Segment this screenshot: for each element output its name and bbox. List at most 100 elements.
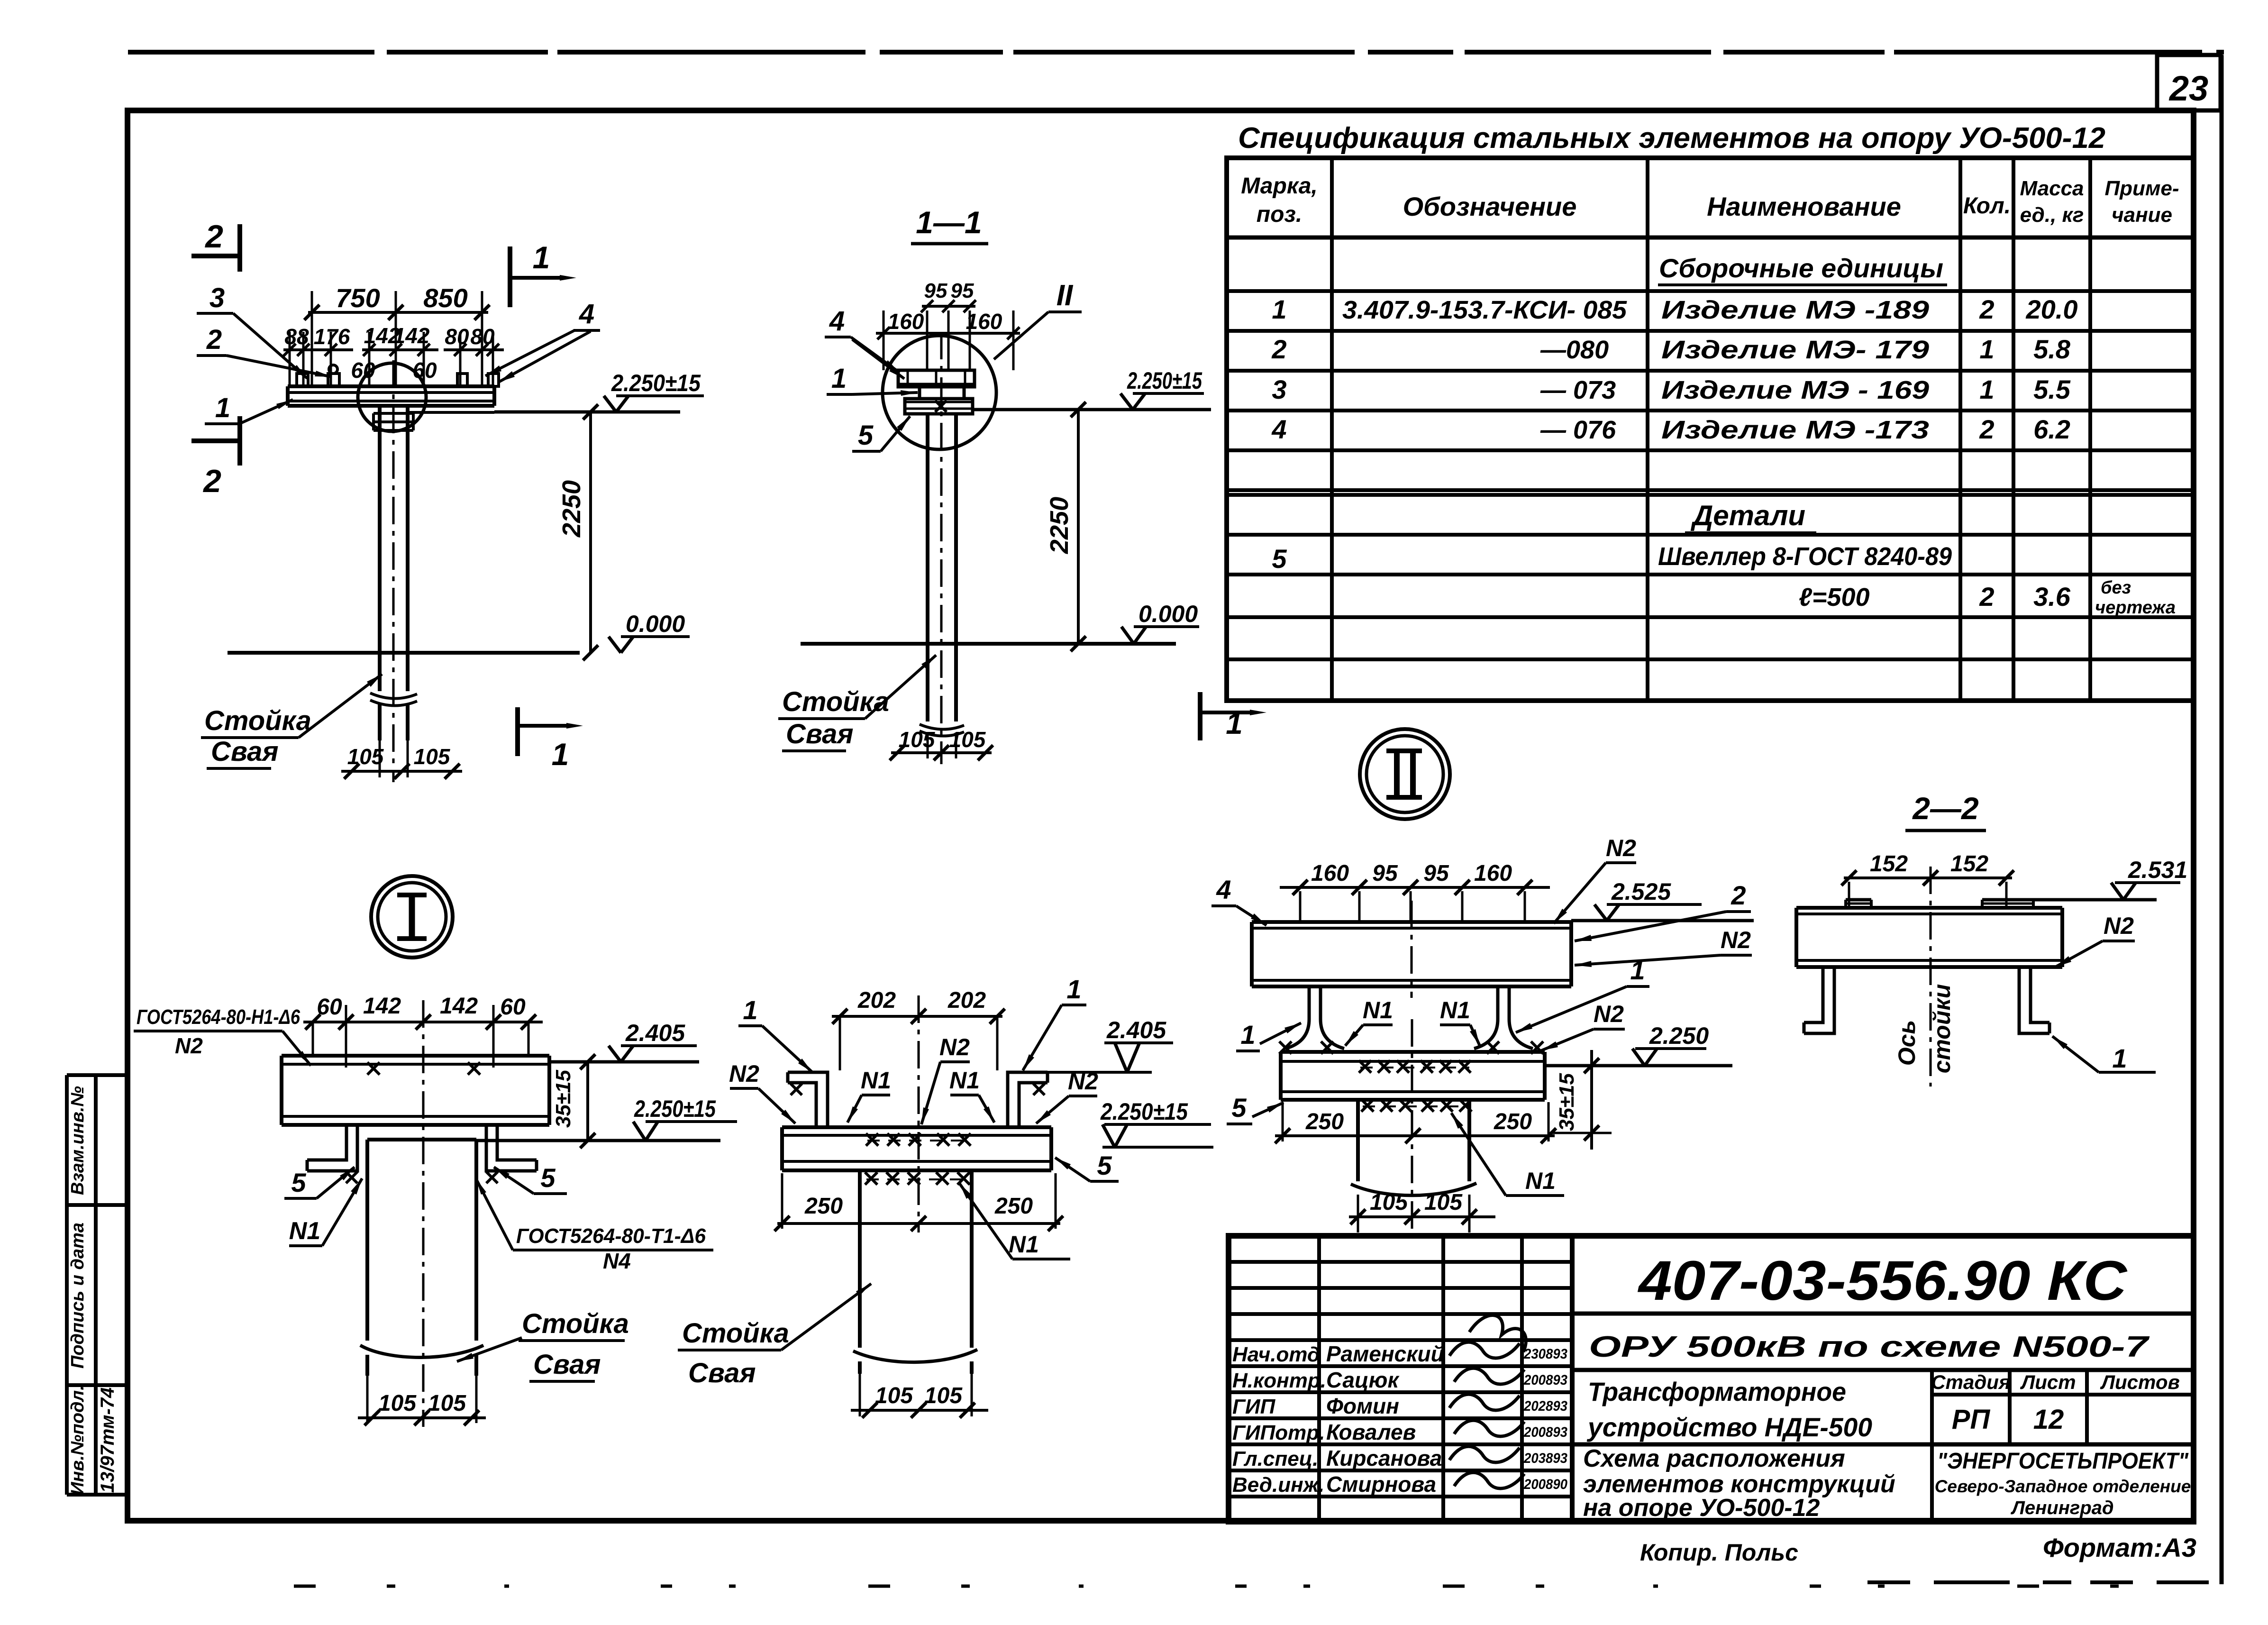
svg-text:1: 1 (1272, 294, 1286, 324)
svg-text:N2: N2 (1721, 927, 1751, 953)
svg-text:105: 105 (378, 1391, 417, 1416)
svg-text:105: 105 (347, 744, 384, 769)
svg-text:1: 1 (1979, 334, 1994, 364)
svg-text:1: 1 (1240, 1020, 1255, 1050)
svg-text:750: 750 (336, 283, 380, 313)
svg-text:2: 2 (206, 324, 222, 355)
svg-text:250: 250 (994, 1194, 1033, 1219)
svg-text:Свая: Свая (533, 1349, 601, 1380)
svg-text:80: 80 (445, 324, 469, 349)
svg-text:88: 88 (284, 324, 309, 349)
svg-text:95: 95 (1372, 861, 1398, 886)
svg-text:Фомин: Фомин (1326, 1394, 1399, 1418)
svg-text:95: 95 (924, 279, 947, 302)
svg-text:202: 202 (857, 988, 896, 1013)
svg-text:Вед.инж.: Вед.инж. (1232, 1473, 1324, 1497)
svg-text:176: 176 (314, 324, 350, 349)
svg-text:105: 105 (899, 727, 936, 752)
svg-text:Ось: Ось (1894, 1020, 1920, 1066)
svg-text:142: 142 (363, 994, 401, 1019)
svg-text:"ЭНЕРГОСЕТЬПРОЕКТ": "ЭНЕРГОСЕТЬПРОЕКТ" (1937, 1449, 2189, 1474)
svg-text:ГИП: ГИП (1232, 1395, 1276, 1418)
svg-text:2250: 2250 (1045, 497, 1074, 554)
svg-text:105: 105 (428, 1391, 466, 1416)
svg-text:ГОСТ5264-80-Т1-Δ6: ГОСТ5264-80-Т1-Δ6 (516, 1224, 706, 1248)
svg-text:N1: N1 (289, 1217, 320, 1245)
svg-text:0.000: 0.000 (1139, 601, 1198, 627)
svg-text:1: 1 (1979, 374, 1994, 404)
svg-text:60: 60 (500, 995, 526, 1020)
svg-text:N1: N1 (861, 1067, 891, 1094)
svg-text:105: 105 (875, 1383, 913, 1408)
svg-text:5: 5 (291, 1168, 306, 1197)
svg-text:ГИПотр.: ГИПотр. (1232, 1421, 1325, 1444)
svg-text:5.8: 5.8 (2033, 334, 2071, 364)
svg-text:0.000: 0.000 (626, 611, 685, 637)
svg-text:N2: N2 (2104, 913, 2134, 939)
svg-text:1: 1 (2112, 1043, 2127, 1073)
svg-text:N1: N1 (1009, 1231, 1039, 1258)
svg-text:ОРУ 500кВ по схеме N500-7: ОРУ 500кВ по схеме N500-7 (1589, 1331, 2150, 1363)
svg-text:5: 5 (540, 1163, 556, 1193)
svg-text:2.250±15: 2.250±15 (1100, 1098, 1188, 1125)
svg-text:N2: N2 (1594, 1001, 1624, 1027)
svg-text:142: 142 (364, 323, 401, 348)
svg-text:1: 1 (533, 240, 550, 275)
svg-text:N1: N1 (1525, 1168, 1556, 1194)
svg-text:250: 250 (1305, 1109, 1344, 1134)
svg-text:Гл.спец.: Гл.спец. (1232, 1447, 1318, 1470)
svg-text:202: 202 (947, 988, 986, 1013)
svg-text:3.407.9-153.7-КСИ- 085: 3.407.9-153.7-КСИ- 085 (1342, 296, 1627, 324)
svg-text:Листов: Листов (2100, 1371, 2180, 1393)
svg-text:N2: N2 (939, 1034, 970, 1060)
svg-text:142: 142 (440, 994, 478, 1019)
svg-text:—080: —080 (1540, 336, 1609, 364)
svg-text:Инв.№подл.: Инв.№подл. (68, 1385, 88, 1495)
svg-text:Раменский: Раменский (1326, 1342, 1444, 1366)
svg-text:5: 5 (1097, 1150, 1112, 1180)
svg-text:Свая: Свая (688, 1358, 756, 1388)
svg-text:Спецификация стальных элемен: Спецификация стальных элементов на опору… (1238, 122, 2105, 155)
svg-text:250: 250 (1494, 1109, 1532, 1134)
svg-text:Детали: Детали (1690, 500, 1805, 531)
svg-text:Взам.инв.№: Взам.инв.№ (68, 1086, 88, 1195)
svg-text:3: 3 (1272, 374, 1286, 404)
svg-text:230893: 230893 (1523, 1346, 1567, 1362)
svg-text:Н.контр.: Н.контр. (1232, 1369, 1326, 1392)
svg-text:устройство НДЕ-500: устройство НДЕ-500 (1586, 1412, 1872, 1442)
svg-text:2—2: 2—2 (1912, 791, 1979, 826)
svg-text:N1: N1 (949, 1067, 980, 1094)
svg-text:N1: N1 (1440, 997, 1470, 1023)
svg-text:6.2: 6.2 (2033, 414, 2070, 444)
svg-text:II: II (1057, 279, 1074, 312)
svg-text:Смирнова: Смирнова (1326, 1472, 1436, 1497)
svg-text:— 073: — 073 (1540, 376, 1616, 404)
svg-text:Обозначение: Обозначение (1403, 192, 1577, 221)
svg-text:160: 160 (1311, 861, 1349, 886)
svg-text:105: 105 (1370, 1190, 1408, 1215)
svg-text:Формат:А3: Формат:А3 (2043, 1533, 2196, 1562)
svg-text:1: 1 (831, 363, 847, 394)
svg-text:3: 3 (209, 283, 225, 313)
svg-text:4: 4 (829, 306, 845, 337)
svg-text:Сацюк: Сацюк (1326, 1368, 1400, 1392)
svg-text:2.405: 2.405 (1106, 1017, 1166, 1043)
svg-text:2.405: 2.405 (625, 1020, 685, 1046)
svg-text:2: 2 (202, 463, 221, 499)
svg-text:Швеллер 8-ГОСТ 8240-89: Швеллер 8-ГОСТ 8240-89 (1658, 542, 1952, 571)
svg-text:2: 2 (1979, 414, 1994, 444)
svg-text:2.250: 2.250 (1649, 1022, 1709, 1049)
svg-text:2.531: 2.531 (2128, 857, 2187, 883)
svg-text:35±15: 35±15 (552, 1069, 575, 1128)
svg-text:3.6: 3.6 (2033, 582, 2071, 612)
svg-text:2: 2 (1979, 582, 1994, 612)
svg-text:Схема расположения: Схема расположения (1583, 1445, 1845, 1472)
svg-text:160: 160 (966, 309, 1002, 334)
svg-text:5: 5 (858, 420, 874, 451)
svg-text:Масса: Масса (2020, 177, 2084, 200)
svg-text:Лист: Лист (2020, 1371, 2076, 1393)
svg-text:20.0: 20.0 (2026, 294, 2078, 324)
svg-text:1: 1 (1066, 974, 1081, 1004)
svg-text:95: 95 (951, 279, 974, 302)
svg-text:Трансформаторное: Трансформаторное (1588, 1377, 1846, 1406)
